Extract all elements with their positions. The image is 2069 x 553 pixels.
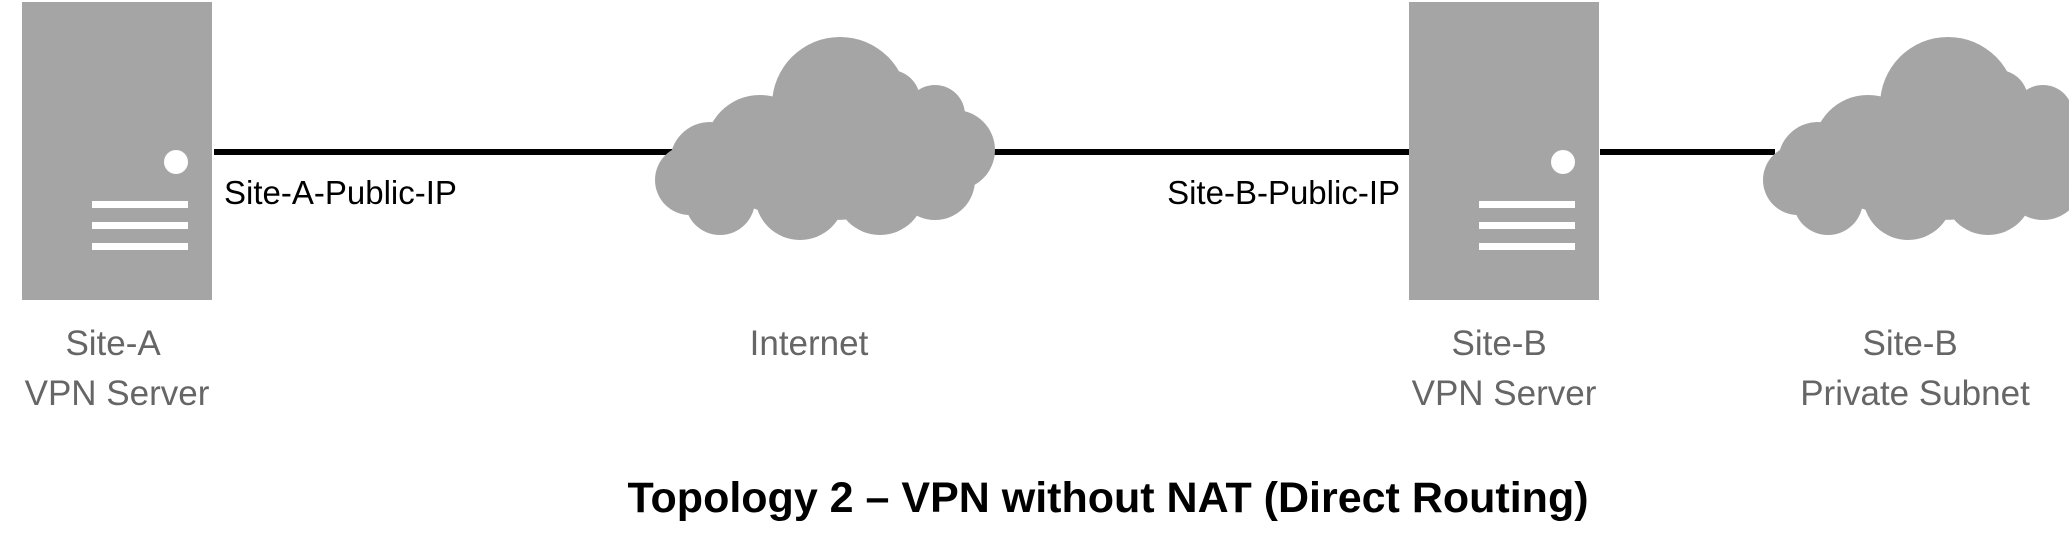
private-subnet-label-line-2: Private Subnet: [1800, 374, 2030, 413]
site-b-vpn-server: Site-B VPN Server: [1409, 2, 1599, 413]
diagram-caption: Topology 2 – VPN without NAT (Direct Rou…: [627, 474, 1588, 522]
site-b-label-line-2: VPN Server: [1412, 374, 1597, 413]
internet-label-line-1: Internet: [750, 324, 869, 363]
site-b-private-subnet-cloud: Site-B Private Subnet: [1763, 37, 2069, 413]
site-a-label-line-1: Site-A: [65, 324, 161, 363]
server-icon: [1409, 2, 1599, 300]
cloud-icon: [655, 37, 995, 240]
internet-cloud: Internet: [655, 37, 995, 363]
site-a-vpn-server-label: Site-A VPN Server: [25, 324, 210, 413]
site-b-label-line-1: Site-B: [1451, 324, 1546, 363]
site-b-vpn-server-label: Site-B VPN Server: [1412, 324, 1597, 413]
site-a-public-ip-label: Site-A-Public-IP: [224, 174, 457, 211]
internet-label: Internet: [750, 324, 869, 363]
site-b-public-ip-label: Site-B-Public-IP: [1167, 174, 1400, 211]
site-a-label-line-2: VPN Server: [25, 374, 210, 413]
site-b-private-subnet-label: Site-B Private Subnet: [1800, 324, 2030, 413]
site-a-vpn-server: Site-A VPN Server: [22, 2, 212, 413]
private-subnet-label-line-1: Site-B: [1862, 324, 1957, 363]
server-icon: [22, 2, 212, 300]
cloud-icon: [1763, 37, 2069, 240]
